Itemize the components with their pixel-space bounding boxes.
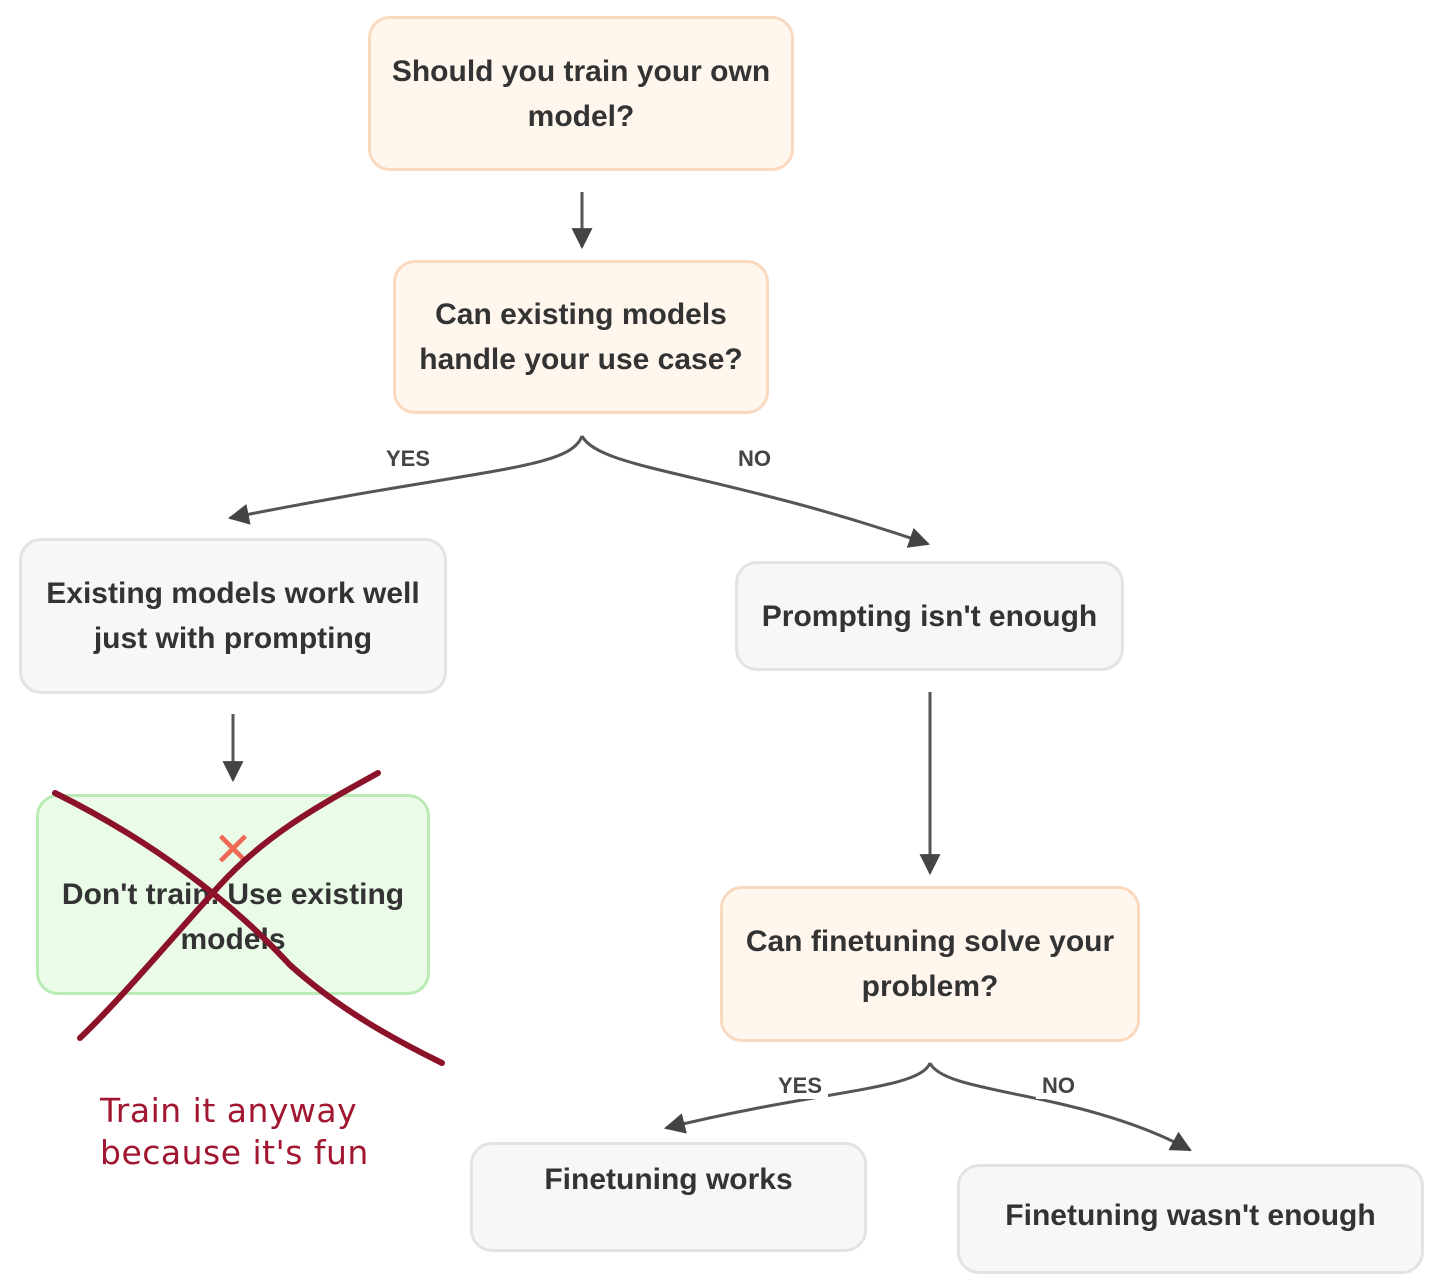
question-text: Should you train your own model? — [391, 54, 771, 133]
cross-stroke-a — [52, 790, 445, 1066]
diagram-connectors — [222, 192, 1192, 1152]
note-line: Train it anyway — [100, 1091, 358, 1130]
handwritten-cross-out — [52, 770, 445, 1066]
question-text: Can finetuning solve your problem? — [745, 925, 1115, 1003]
outcome-text: Existing models work well just with prom… — [46, 577, 420, 655]
branch-label-yes: YES — [772, 1073, 829, 1099]
branch-label-no: NO — [732, 446, 777, 472]
question-node-existing-models: Can existing models handle your use case… — [393, 260, 769, 414]
question-node-train-own-model: Should you train your own model? — [368, 16, 794, 171]
question-node-finetuning: Can finetuning solve your problem? — [720, 886, 1140, 1042]
branch-label-yes: YES — [380, 446, 437, 472]
edge-q3-no — [928, 1062, 1192, 1152]
branch-label-no: NO — [1036, 1073, 1081, 1099]
cross-stroke-b — [77, 770, 381, 1041]
edge-q3-yes — [663, 1062, 932, 1134]
edge-q2-yes — [227, 435, 584, 525]
outcome-node-prompting-works: Existing models work well just with prom… — [19, 538, 447, 694]
outcome-text: Finetuning works — [544, 1163, 793, 1196]
x-mark-icon: ✕ — [212, 821, 254, 878]
handwritten-note: Train it anyway because it's fun — [100, 1090, 369, 1174]
note-line: because it's fun — [100, 1133, 369, 1172]
question-text: Can existing models handle your use case… — [419, 298, 743, 376]
outcome-node-prompting-not-enough: Prompting isn't enough — [735, 561, 1124, 671]
edge-q2-no — [580, 435, 930, 548]
outcome-text: Prompting isn't enough — [761, 599, 1098, 633]
